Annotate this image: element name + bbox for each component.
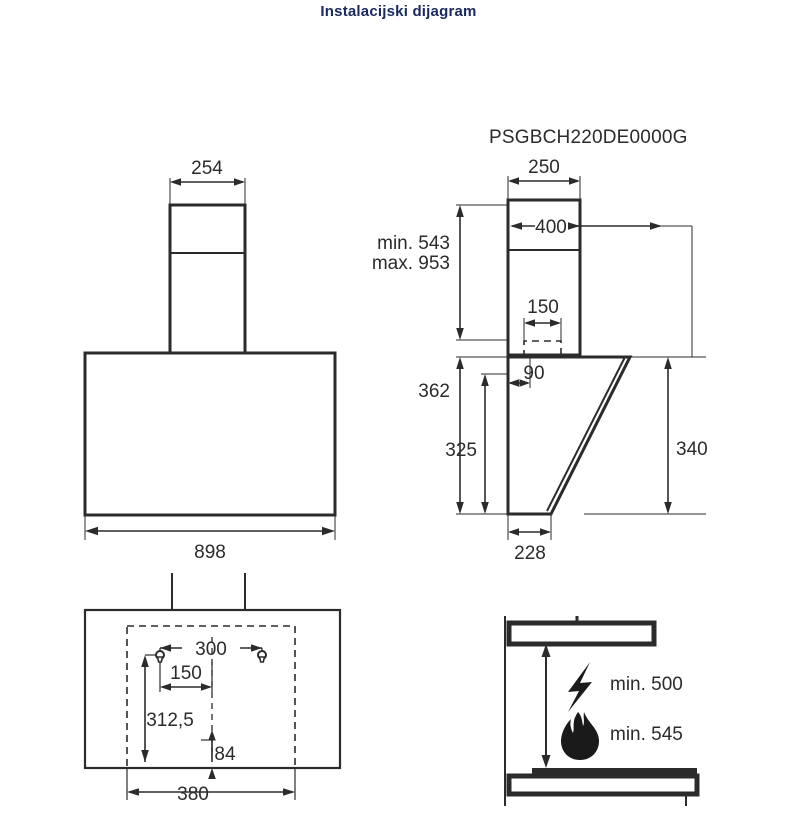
dim-side-body-height-back: 325 — [445, 440, 477, 461]
keyhole-slot-icon-right — [257, 650, 267, 663]
dim-plan-plate-width: 380 — [177, 784, 209, 805]
dim-plan-top-offset: 312,5 — [146, 710, 194, 731]
dim-front-body-width: 898 — [194, 542, 226, 563]
dim-side-height-max: max. 953 — [372, 253, 450, 274]
dim-side-body-height-front: 340 — [676, 439, 708, 460]
lightning-bolt-icon — [568, 662, 592, 712]
clearance-label-electric: min. 500 — [610, 674, 683, 695]
dim-plan-bottom-offset: 84 — [214, 744, 236, 765]
dim-front-chimney-width: 254 — [191, 158, 223, 179]
keyhole-slot-icon-left — [155, 650, 165, 663]
dim-side-chimney-width: 250 — [528, 157, 560, 178]
flame-icon — [561, 712, 599, 760]
hob-clearance-view — [504, 616, 700, 806]
dim-side-height-min: min. 543 — [377, 233, 450, 254]
dim-side-outlet-width: 150 — [527, 297, 559, 318]
dim-plan-bracket-span: 300 — [195, 639, 227, 660]
page-title: Instalacijski dijagram — [320, 3, 477, 20]
dim-side-body-height-total: 362 — [418, 381, 450, 402]
dim-side-base-depth: 228 — [514, 543, 546, 564]
clearance-label-gas: min. 545 — [610, 724, 683, 745]
dim-side-chimney-depth: 400 — [535, 217, 567, 238]
dim-plan-bracket-half: 150 — [170, 663, 202, 684]
dim-side-outlet-offset: 90 — [523, 363, 544, 384]
model-number-label: PSGBCH220DE0000G — [489, 127, 688, 148]
